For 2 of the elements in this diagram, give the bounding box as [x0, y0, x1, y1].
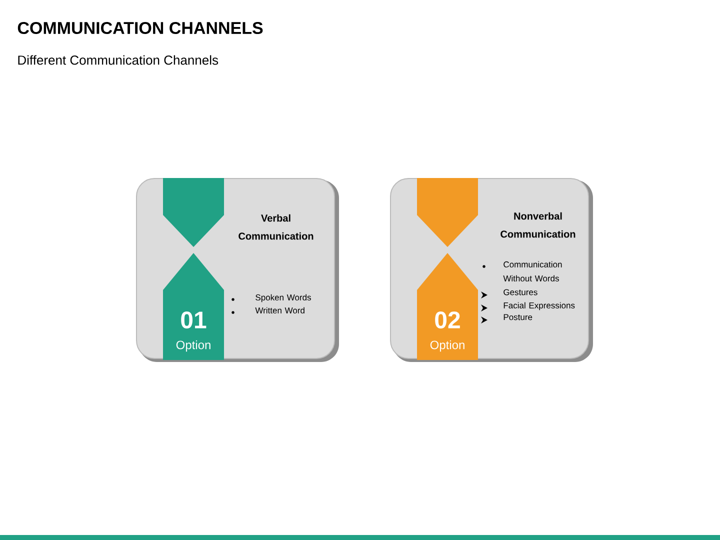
title: COMMUNICATION CHANNELS [18, 22, 263, 34]
subtitle: Different Communication Channels [18, 55, 218, 65]
